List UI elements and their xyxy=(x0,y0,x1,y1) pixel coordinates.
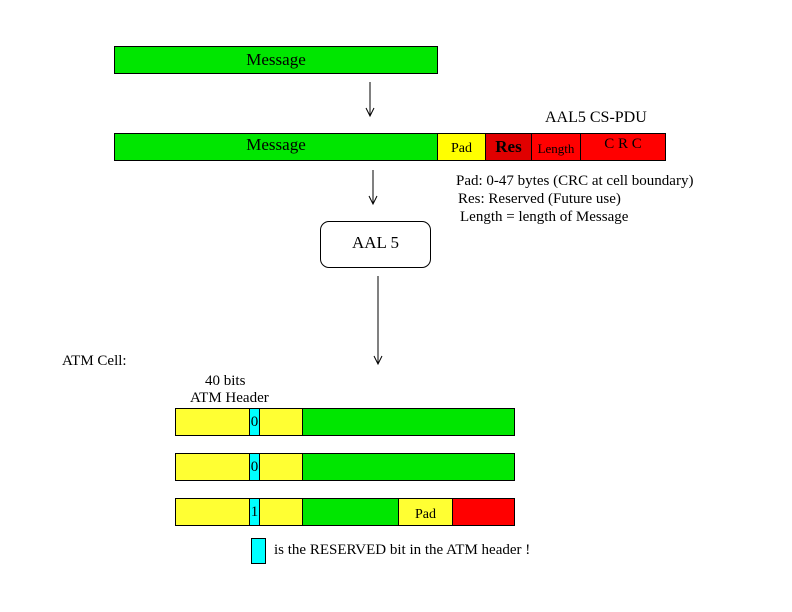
reserved-bit-legend-swatch xyxy=(251,538,266,564)
cs-pdu-length-label: Length xyxy=(537,141,575,156)
atm-cell-3-pad: Pad xyxy=(398,499,452,525)
atm-cell-3: 1 Pad xyxy=(175,498,515,526)
cs-pdu-bar: Message Pad Res Length C R C xyxy=(114,133,666,161)
atm-cell-2-bit-label: 0 xyxy=(250,458,259,475)
cs-pdu-pad-segment: Pad xyxy=(437,134,485,160)
legend-res: Res: Reserved (Future use) xyxy=(458,191,621,207)
atm-cell-3-reserved-bit: 1 xyxy=(249,499,260,525)
cs-pdu-crc-label: C R C xyxy=(604,135,642,152)
atm-cell-2-reserved-bit: 0 xyxy=(249,454,260,480)
atm-cell-2: 0 xyxy=(175,453,515,481)
atm-header-size: 40 bits xyxy=(205,373,246,389)
atm-cell-1-reserved-bit: 0 xyxy=(249,409,260,435)
top-message-label: Message xyxy=(246,50,306,69)
atm-cell-3-pad-label: Pad xyxy=(415,507,436,522)
atm-cell-title: ATM Cell: xyxy=(62,353,127,369)
atm-cell-1: 0 xyxy=(175,408,515,436)
aal5-box: AAL 5 xyxy=(320,221,431,268)
cs-pdu-crc-segment: C R C xyxy=(580,134,665,160)
arrow-down-1 xyxy=(365,82,375,118)
cs-pdu-length-segment: Length xyxy=(531,134,580,160)
atm-cell-1-header-right xyxy=(260,409,302,435)
cs-pdu-res-segment: Res xyxy=(485,134,531,160)
legend-pad: Pad: 0-47 bytes (CRC at cell boundary) xyxy=(456,173,694,189)
cs-pdu-pad-label: Pad xyxy=(451,141,472,156)
cs-pdu-title: AAL5 CS-PDU xyxy=(545,109,647,126)
atm-cell-2-header-left xyxy=(176,454,249,480)
reserved-bit-footnote: is the RESERVED bit in the ATM header ! xyxy=(274,542,531,558)
cs-pdu-res-label: Res xyxy=(495,137,522,156)
atm-cell-2-payload xyxy=(302,454,514,480)
atm-cell-1-bit-label: 0 xyxy=(250,413,259,430)
cs-pdu-message-label: Message xyxy=(246,135,306,154)
legend-length: Length = length of Message xyxy=(460,209,629,225)
atm-cell-3-bit-label: 1 xyxy=(250,503,259,520)
arrow-down-2 xyxy=(368,170,378,206)
cs-pdu-message-segment: Message xyxy=(115,134,437,160)
aal5-label: AAL 5 xyxy=(351,232,400,252)
atm-header-label: ATM Header xyxy=(190,390,269,406)
atm-cell-2-header-right xyxy=(260,454,302,480)
atm-cell-3-header-left xyxy=(176,499,249,525)
atm-cell-3-payload xyxy=(302,499,398,525)
atm-cell-1-header-left xyxy=(176,409,249,435)
atm-cell-3-header-right xyxy=(260,499,302,525)
top-message-bar: Message xyxy=(114,46,438,74)
arrow-down-3 xyxy=(373,276,383,366)
atm-cell-1-payload xyxy=(302,409,514,435)
atm-cell-3-trailer xyxy=(452,499,514,525)
